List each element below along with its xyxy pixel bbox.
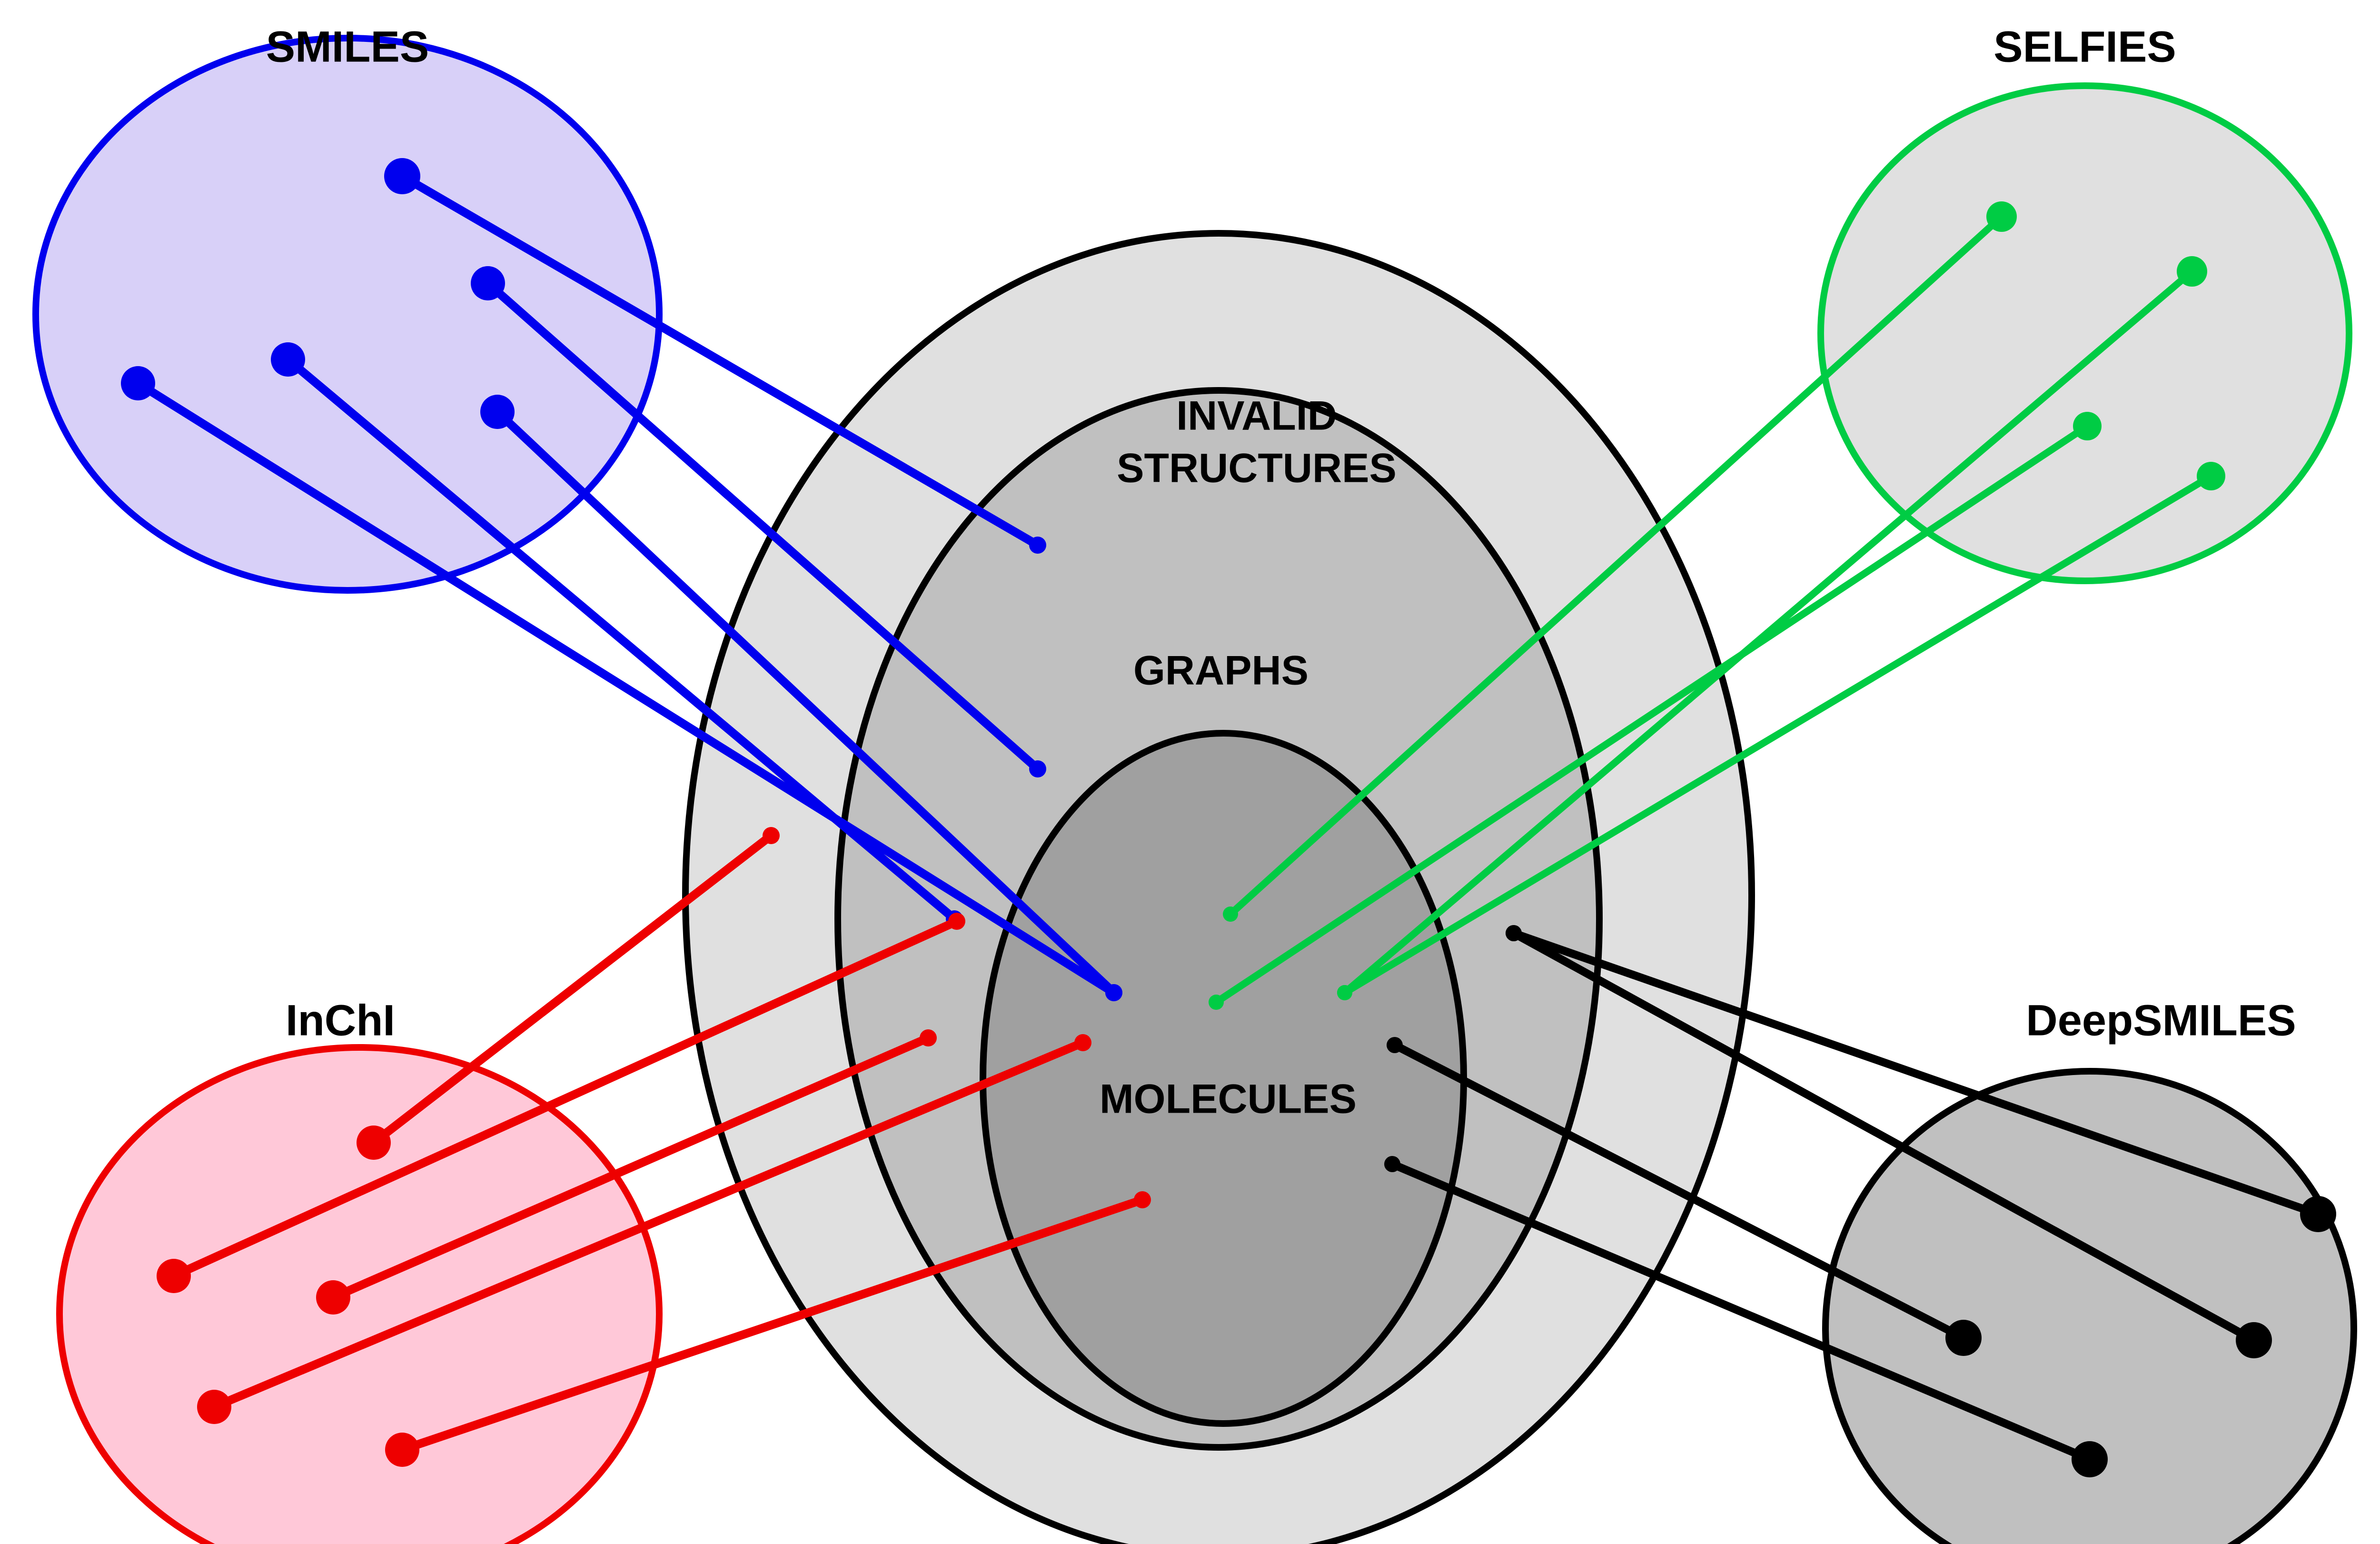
set-member-dot-smiles-1[interactable]	[471, 266, 505, 300]
set-title-selfies: SELFIES	[1993, 22, 2176, 71]
mapping-line-inchi-2[interactable]	[329, 1034, 932, 1302]
mapping-endpoint-dot-smiles-4[interactable]	[1105, 984, 1122, 1001]
mapping-endpoint-dot-smiles-1[interactable]	[1029, 760, 1046, 777]
set-member-dot-selfies-1[interactable]	[2177, 256, 2207, 287]
set-ellipse-selfies[interactable]	[1817, 82, 2352, 584]
set-member-dot-deepsmiles-3[interactable]	[2072, 1441, 2108, 1477]
mapping-endpoint-dot-selfies-2[interactable]	[1209, 995, 1224, 1010]
mapping-endpoint-dot-inchi-3[interactable]	[1074, 1034, 1091, 1051]
set-member-dot-inchi-2[interactable]	[316, 1280, 350, 1315]
mapping-line-inchi-0[interactable]	[369, 831, 775, 1147]
set-titles-group: SMILES SELFIES InChI DeepSMILES	[266, 22, 2296, 1045]
mapping-endpoint-dot-inchi-2[interactable]	[920, 1029, 937, 1046]
set-member-dot-inchi-1[interactable]	[157, 1259, 191, 1293]
mapping-endpoint-dot-deepsmiles-2[interactable]	[1506, 925, 1522, 941]
mapping-line-inchi-3[interactable]	[210, 1038, 1087, 1411]
set-member-dot-deepsmiles-2[interactable]	[2236, 1322, 2272, 1358]
concentric-regions-group	[682, 230, 1755, 1544]
set-ellipse-deepsmiles[interactable]	[1822, 1068, 2357, 1544]
mapping-line-smiles-4[interactable]	[493, 408, 1118, 997]
region-labels-group: INVALID STRUCTURES GRAPHS MOLECULES	[1100, 393, 1397, 1122]
region-label-molecules: MOLECULES	[1100, 1076, 1357, 1122]
set-member-dot-smiles-2[interactable]	[271, 342, 305, 377]
mapping-endpoint-dot-inchi-1[interactable]	[948, 913, 965, 930]
set-member-dots-group	[121, 158, 2336, 1477]
set-member-dot-deepsmiles-0[interactable]	[2300, 1196, 2336, 1232]
mapping-line-smiles-3[interactable]	[134, 379, 1118, 997]
mapping-lines-group	[134, 172, 2322, 1464]
set-member-dot-smiles-4[interactable]	[480, 395, 515, 429]
mapping-line-selfies-0[interactable]	[1227, 213, 2005, 918]
set-title-inchi: InChI	[286, 996, 395, 1045]
mapping-endpoint-dot-selfies-3[interactable]	[1337, 985, 1352, 1000]
set-member-dot-selfies-3[interactable]	[2197, 462, 2225, 490]
set-member-dot-smiles-3[interactable]	[121, 366, 155, 400]
mapping-line-inchi-4[interactable]	[398, 1195, 1147, 1454]
set-title-deepsmiles: DeepSMILES	[2026, 996, 2296, 1045]
mapping-line-selfies-1[interactable]	[1341, 268, 2196, 996]
mapping-line-smiles-1[interactable]	[484, 279, 1042, 773]
set-ellipse-inchi[interactable]	[56, 1044, 663, 1544]
mapping-line-smiles-0[interactable]	[398, 172, 1042, 549]
set-member-dot-inchi-0[interactable]	[357, 1126, 391, 1160]
set-title-smiles: SMILES	[266, 22, 429, 71]
set-member-dot-inchi-4[interactable]	[385, 1433, 419, 1467]
mapping-endpoint-dot-inchi-4[interactable]	[1134, 1191, 1151, 1208]
mapping-line-deepsmiles-2[interactable]	[1509, 929, 2258, 1345]
set-member-dot-inchi-3[interactable]	[197, 1390, 231, 1424]
region-label-graphs: GRAPHS	[1133, 648, 1309, 694]
mapping-line-selfies-3[interactable]	[1341, 472, 2215, 996]
mapping-endpoint-dot-smiles-0[interactable]	[1029, 537, 1046, 554]
mapping-line-inchi-1[interactable]	[169, 917, 961, 1280]
set-member-dot-selfies-0[interactable]	[1986, 201, 2017, 232]
mapping-endpoint-dot-selfies-0[interactable]	[1223, 906, 1238, 922]
mapping-line-deepsmiles-1[interactable]	[1390, 1041, 1968, 1342]
representation-sets-group	[32, 35, 2357, 1544]
region-label-invalid-structures-line1: INVALID	[1176, 393, 1337, 439]
mapping-line-deepsmiles-3[interactable]	[1388, 1160, 2094, 1464]
mapping-line-selfies-2[interactable]	[1212, 422, 2091, 1006]
mapping-endpoint-dot-deepsmiles-3[interactable]	[1384, 1156, 1400, 1172]
set-member-dot-smiles-0[interactable]	[384, 158, 420, 194]
region-label-invalid-structures-line2: STRUCTURES	[1117, 446, 1397, 491]
mapping-line-deepsmiles-0[interactable]	[1509, 929, 2322, 1218]
mapping-endpoint-dot-inchi-0[interactable]	[763, 827, 780, 844]
set-ellipse-smiles[interactable]	[32, 35, 663, 594]
set-member-dot-selfies-2[interactable]	[2073, 412, 2102, 440]
mapping-endpoint-dot-deepsmiles-1[interactable]	[1387, 1037, 1403, 1053]
set-member-dot-deepsmiles-1[interactable]	[1945, 1320, 1982, 1356]
